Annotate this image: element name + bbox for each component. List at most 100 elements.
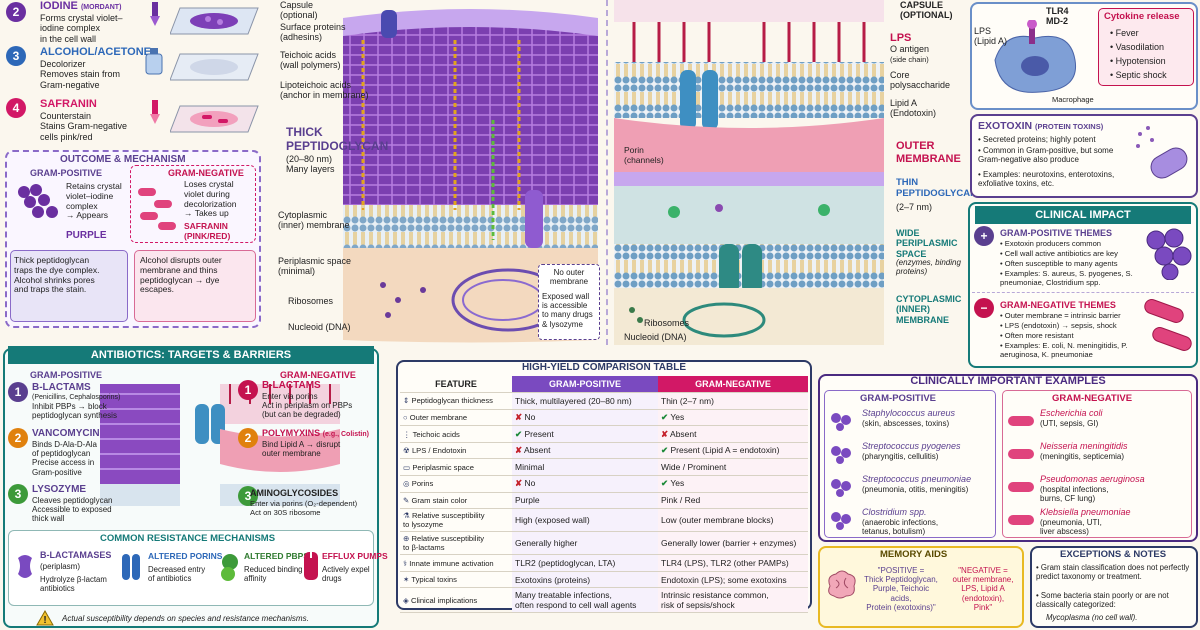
outcome-neg-note: Alcohol disrupts outer membrane and thin…: [140, 255, 222, 295]
gp-thick-title: THICK PEPTIDOGLYCAN: [286, 125, 389, 153]
gram-positive-cell: ✘ No: [512, 475, 658, 493]
example-desc: (anaerobic infections, tetanus, botulism…: [862, 518, 939, 537]
feature-icon: ⚕: [403, 558, 408, 568]
gn-thin-title: THIN PEPTIDOGLYCAN: [896, 177, 977, 199]
exceptions-item: • Gram stain classification does not per…: [1036, 563, 1190, 581]
outcome-pos-note: Thick peptidoglycan traps the dye comple…: [14, 255, 100, 295]
feature-icon: ⇕: [403, 396, 410, 406]
outcome-pos-desc: Retains crystal violet–iodine complex → …: [66, 181, 122, 221]
ci-pos-item: • Examples: S. aureus, S. pyogenes, S. p…: [1000, 269, 1133, 287]
gram-positive-cell: High (exposed wall): [512, 508, 658, 533]
feature-icon: ⊕: [403, 534, 410, 544]
brain-icon: [828, 570, 856, 599]
cytokine-item: • Vasodilation: [1110, 42, 1165, 52]
gram-positive-cell: Many treatable infections, often respond…: [512, 587, 658, 614]
outcome-title: OUTCOME & MECHANISM: [60, 154, 186, 165]
cross-icon: ✘: [515, 445, 523, 456]
table-header-row: FEATURE GRAM-POSITIVE GRAM-NEGATIVE: [400, 376, 808, 394]
exceptions-title: EXCEPTIONS & NOTES: [1060, 549, 1167, 560]
ab-footnote: Actual susceptibility depends on species…: [62, 614, 309, 623]
res-1-sub: (periplasm): [40, 562, 81, 571]
gp-exposed-box: [538, 264, 600, 340]
res-4-desc: Actively expel drugs: [322, 565, 370, 583]
ci-divider: [972, 292, 1194, 293]
step-4-number: 4: [6, 98, 26, 118]
rod-bacterium-icon: [1006, 410, 1036, 432]
gn-thin-desc: (2–7 nm): [896, 202, 933, 212]
outcome-pos-title: GRAM-POSITIVE: [30, 168, 103, 178]
example-desc: (pharyngitis, cellulitis): [862, 452, 939, 461]
gp-exposed-desc: Exposed wall is accessible to many drugs…: [542, 292, 593, 329]
gram-negative-cell: ✘ Absent: [658, 425, 808, 443]
feature-icon: ☢: [403, 446, 410, 456]
gram-positive-cell: Exotoxins (proteins): [512, 571, 658, 589]
ab-right-3-num: 3: [238, 486, 258, 506]
gram-negative-cell: Wide / Prominent: [658, 458, 808, 477]
res-4-title: EFFLUX PUMPS: [322, 551, 388, 561]
gp-capsule-label: Capsule (optional): [280, 0, 318, 21]
feature-cell: ☢ LPS / Endotoxin: [400, 442, 512, 460]
header-gram-negative: GRAM-NEGATIVE: [658, 376, 808, 394]
cross-icon: ✘: [515, 411, 523, 422]
feature-cell: ◎ Porins: [400, 475, 512, 493]
example-desc: (pneumonia, otitis, meningitis): [862, 485, 969, 494]
step-2-desc: Forms crystal violet– iodine complex in …: [40, 13, 123, 44]
comparison-table-wrap: FEATURE GRAM-POSITIVE GRAM-NEGATIVE ⇕ Pe…: [400, 376, 808, 614]
ci-neg-item: • Often more resistant: [1000, 331, 1074, 340]
coccus-bacterium-icon: [828, 509, 858, 531]
outcome-neg-note-box: [134, 250, 256, 322]
dropper-icon: [150, 2, 160, 26]
header-feature: FEATURE: [400, 376, 512, 394]
feature-icon: ⚗: [403, 511, 410, 521]
example-name: Streptococcus pyogenes: [862, 441, 961, 451]
feature-cell: ⋮ Teichoic acids: [400, 425, 512, 443]
clinical-impact-title: CLINICAL IMPACT: [975, 206, 1191, 224]
ab-right-1-title: β-LACTAMS: [262, 380, 321, 391]
bacillus-toxin-icon: [1136, 126, 1188, 179]
exotoxin-title: EXOTOXIN (PROTEIN TOXINS): [978, 120, 1104, 132]
gram-negative-cell: Thin (2–7 nm): [658, 392, 808, 410]
ci-neg-item: • LPS (endotoxin) → sepsis, shock: [1000, 321, 1117, 330]
rod-bacterium-icon: [1006, 509, 1036, 531]
gn-porin-label: Porin (channels): [624, 145, 664, 165]
examples-gn-label: GRAM-NEGATIVE: [1052, 393, 1133, 404]
gn-ribo-label: Ribosomes: [644, 318, 690, 328]
outcome-neg-result: SAFRANIN (PINK/RED): [184, 221, 231, 241]
gn-wide-title: WIDE PERIPLASMIC SPACE: [896, 228, 958, 259]
feature-icon: ✎: [403, 495, 410, 505]
ab-right-2-num: 2: [238, 428, 258, 448]
res-3-desc: Reduced binding affinity: [244, 565, 303, 583]
example-name: Streptococcus pneumoniae: [862, 474, 972, 484]
feature-cell: ✎ Gram stain color: [400, 492, 512, 510]
gram-positive-cell: Minimal: [512, 458, 658, 477]
ab-right-2-desc: Bind Lipid A → disrupt outer membrane: [262, 440, 341, 459]
ab-right-3-title: AMINOGLYCOSIDES: [250, 488, 339, 498]
ab-left-3-desc: Cleaves peptidoglycan Accessible to expo…: [32, 496, 113, 524]
ci-pos-title: GRAM-POSITIVE THEMES: [1000, 228, 1113, 238]
ab-left-3-title: LYSOZYME: [32, 484, 87, 495]
feature-icon: ◈: [403, 595, 409, 605]
gram-negative-cell: TLR4 (LPS), TLR2 (other PAMPs): [658, 554, 808, 572]
gp-no-outer: No outer membrane: [549, 268, 589, 287]
ab-left-1-sub: (Penicillins, Cephalosporins): [32, 394, 121, 401]
exceptions-last: Mycoplasma (no cell wall).: [1046, 613, 1138, 622]
gram-positive-cell: Purple: [512, 492, 658, 510]
feature-cell: ⚗ Relative susceptibility to lysozyme: [400, 508, 512, 533]
exceptions-panel: [1030, 546, 1198, 628]
feature-cell: ✶ Typical toxins: [400, 571, 512, 589]
gram-positive-cell: Thick, multilayered (20–80 nm): [512, 392, 658, 410]
examples-gn-box: [1002, 390, 1192, 538]
feature-cell: ▭ Periplasmic space: [400, 458, 512, 477]
exotoxin-item: • Examples: neurotoxins, enterotoxins, e…: [978, 170, 1115, 189]
gram-positive-cell: Generally higher: [512, 531, 658, 556]
ab-right-1-desc: Enter via porins Act in periplasm on PBP…: [262, 392, 353, 420]
step-4-title: SAFRANIN: [40, 98, 97, 110]
rod-bacterium-icon: [1006, 443, 1036, 465]
feature-icon: ◎: [403, 479, 410, 489]
ab-right-2-title: POLYMYXINS (e.g., Colistin): [262, 428, 369, 438]
